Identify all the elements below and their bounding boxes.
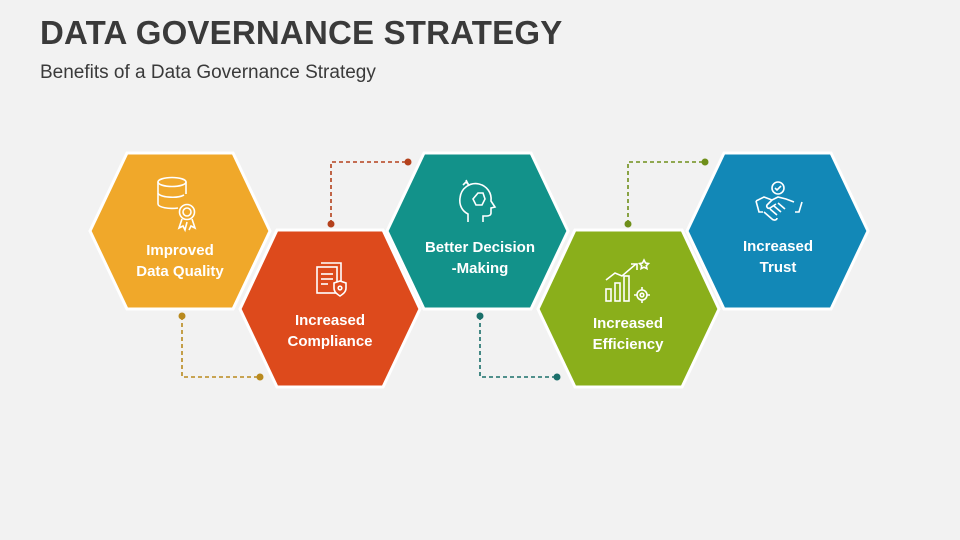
slide-title: DATA GOVERNANCE STRATEGY [40, 14, 563, 51]
benefit-label-line2: Efficiency [593, 336, 665, 353]
benefit-label-line1: Increased [295, 312, 365, 329]
benefit-increased-compliance: Increased Compliance [238, 228, 422, 389]
hexagon-shape [685, 151, 870, 311]
database-award-icon [157, 176, 197, 233]
head-idea-icon [459, 179, 497, 222]
connector-3-4 [476, 312, 561, 381]
benefit-improved-data-quality: Improved Data Quality [88, 151, 272, 311]
growth-chart-gear-icon [605, 258, 651, 303]
benefit-label-line2: Compliance [287, 333, 372, 350]
benefit-label-line1: Increased [743, 238, 813, 255]
hexagon-shape [238, 228, 422, 389]
benefit-label-line1: Increased [593, 315, 663, 332]
hexagon-shape [88, 151, 272, 311]
slide-subtitle: Benefits of a Data Governance Strategy [40, 62, 376, 83]
document-shield-icon [316, 262, 347, 297]
benefit-label-line2: Data Quality [136, 263, 224, 280]
benefit-label-line2: Trust [760, 259, 797, 276]
benefit-increased-efficiency: Increased Efficiency [536, 228, 721, 389]
hexagon-shape [536, 228, 721, 389]
benefit-label-line1: Better Decision [425, 239, 535, 256]
benefit-label-line2: -Making [452, 260, 509, 277]
connector-1-2 [178, 312, 264, 381]
connector-2-3 [327, 158, 412, 228]
benefit-better-decision-making: Better Decision -Making [385, 151, 570, 311]
benefit-label-line1: Improved [146, 242, 214, 259]
handshake-check-icon [755, 181, 803, 221]
benefit-increased-trust: Increased Trust [685, 151, 870, 311]
hexagon-shape [385, 151, 570, 311]
connector-4-5 [624, 158, 709, 228]
